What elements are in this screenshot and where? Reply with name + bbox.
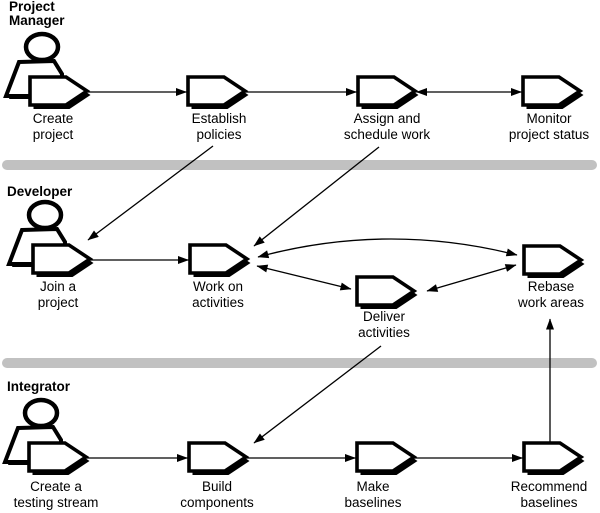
step-label-create-testing-stream: Create a testing stream <box>13 479 99 510</box>
arrow-work-on-activities-rebase-work-areas <box>257 238 518 259</box>
step-make-baselines-shape <box>355 441 420 477</box>
step-label-make-baselines: Make baselines <box>344 479 402 510</box>
arrow-work-on-activities-deliver-activities <box>256 264 352 291</box>
step-label-recommend-baselines: Recommend baselines <box>510 479 588 510</box>
step-build-components-shape <box>187 441 252 477</box>
lane-divider-top <box>2 160 597 170</box>
lane-divider-bottom <box>2 358 597 368</box>
arrow-deliver-activities-to-build-components <box>253 345 382 444</box>
step-label-join-project: Join a project <box>37 279 79 310</box>
step-label-create-project: Create project <box>32 111 74 142</box>
role-title-developer: Developer <box>7 184 73 199</box>
step-create-project-shape <box>28 75 93 111</box>
step-label-work-on-activities: Work on activities <box>192 279 244 310</box>
role-title-project-manager: Project Manager <box>9 0 65 28</box>
step-work-on-activities-shape <box>188 243 253 279</box>
step-monitor-project-status-shape <box>521 75 586 111</box>
role-title-integrator: Integrator <box>7 379 71 394</box>
step-join-project-shape <box>31 243 96 279</box>
step-label-establish-policies: Establish policies <box>191 111 247 142</box>
connector-arrows <box>87 88 554 462</box>
step-label-rebase-work-areas: Rebase work areas <box>517 279 585 310</box>
step-label-deliver-activities: Deliver activities <box>358 309 410 340</box>
step-assign-schedule-work-shape <box>356 75 421 111</box>
step-recommend-baselines-shape <box>522 441 587 477</box>
arrow-assign-schedule-work-to-work-on-activities <box>253 146 380 247</box>
step-label-monitor-project-status: Monitor project status <box>508 111 590 142</box>
step-label-assign-schedule-work: Assign and schedule work <box>343 111 431 142</box>
arrow-establish-policies-to-join-project <box>87 145 214 241</box>
arrow-deliver-activities-rebase-work-areas <box>426 264 517 292</box>
step-create-testing-stream-shape <box>27 441 92 477</box>
step-label-build-components: Build components <box>180 479 254 510</box>
step-establish-policies-shape <box>186 75 251 111</box>
step-deliver-activities-shape <box>355 275 420 311</box>
step-rebase-work-areas-shape <box>522 244 587 280</box>
